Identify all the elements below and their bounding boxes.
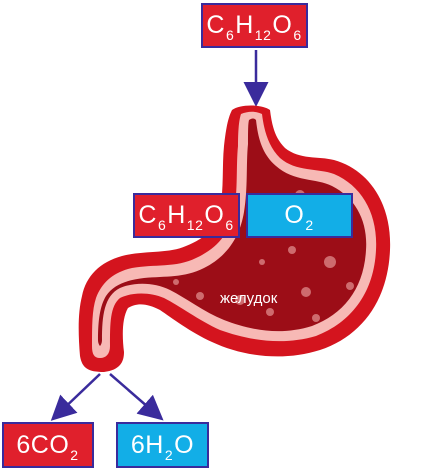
arrow-to-h2o: [109, 373, 164, 421]
organ-label: желудок: [220, 290, 278, 307]
arrow-to-co2: [50, 373, 101, 421]
stomach-organ: [78, 105, 391, 372]
stomach-cavity: [98, 118, 367, 346]
